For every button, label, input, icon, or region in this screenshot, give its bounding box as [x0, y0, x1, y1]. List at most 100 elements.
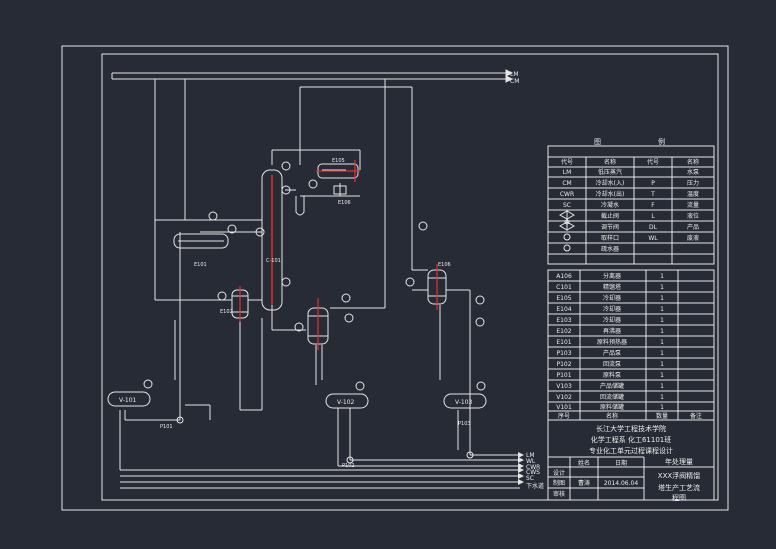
svg-text:化学工程系 化工61101班: 化学工程系 化工61101班: [591, 435, 672, 444]
tank-v103-label: V-103: [455, 399, 473, 406]
svg-text:塔生产工艺流: 塔生产工艺流: [658, 483, 700, 492]
svg-text:T: T: [650, 191, 655, 198]
svg-text:年处理量: 年处理量: [665, 457, 693, 466]
svg-text:P103: P103: [556, 350, 571, 357]
svg-text:P: P: [651, 180, 655, 187]
drawing-frame: [61, 45, 729, 511]
svg-text:日期: 日期: [615, 459, 627, 467]
cooler-e106: [427, 264, 447, 310]
svg-text:回流储罐: 回流储罐: [600, 393, 624, 401]
svg-text:长江大学工程技术学院: 长江大学工程技术学院: [596, 424, 666, 433]
svg-text:E103: E103: [556, 317, 571, 324]
svg-text:废液: 废液: [687, 234, 699, 242]
svg-text:产品泵: 产品泵: [603, 349, 621, 357]
svg-text:截止阀: 截止阀: [601, 212, 619, 220]
accumulator-label: E106: [338, 200, 351, 206]
legend-title-right: 例: [658, 137, 665, 146]
svg-text:1: 1: [660, 306, 664, 313]
svg-text:SC: SC: [563, 202, 571, 209]
svg-text:备注: 备注: [690, 412, 702, 420]
process-piping: [119, 79, 520, 489]
svg-text:低压蒸汽: 低压蒸汽: [598, 168, 622, 176]
svg-text:专业化工单元过程课程设计: 专业化工单元过程课程设计: [589, 446, 673, 455]
svg-text:L: L: [651, 213, 655, 220]
svg-text:C101: C101: [556, 284, 572, 291]
svg-text:1: 1: [660, 339, 664, 346]
svg-text:制图: 制图: [553, 479, 565, 487]
svg-text:分离器: 分离器: [603, 272, 621, 280]
svg-text:CWR: CWR: [560, 191, 574, 198]
svg-text:1: 1: [660, 361, 664, 368]
svg-text:E101: E101: [556, 339, 571, 346]
svg-text:审核: 审核: [553, 490, 565, 498]
svg-text:1: 1: [660, 273, 664, 280]
svg-text:流量: 流量: [687, 201, 699, 209]
svg-text:1: 1: [660, 295, 664, 302]
svg-text:再沸器: 再沸器: [603, 327, 621, 335]
instrument-bubbles: [143, 161, 486, 391]
svg-text:取样口: 取样口: [601, 234, 619, 242]
top-utility-lines: [111, 69, 514, 83]
svg-text:产品: 产品: [687, 223, 699, 231]
column-label: C-101: [266, 258, 281, 264]
bottom-line-label-sc: SC: [526, 475, 534, 482]
svg-text:WL: WL: [648, 235, 658, 242]
svg-text:V103: V103: [556, 383, 572, 390]
svg-text:产品储罐: 产品储罐: [600, 382, 624, 390]
svg-text:A106: A106: [556, 273, 572, 280]
svg-text:设计: 设计: [553, 469, 565, 477]
svg-text:代号: 代号: [647, 158, 659, 166]
svg-text:V102: V102: [556, 394, 572, 401]
svg-text:调节阀: 调节阀: [601, 223, 619, 231]
svg-text:冷却器: 冷却器: [603, 294, 621, 302]
svg-text:冷却水(入): 冷却水(入): [596, 179, 625, 187]
title-block: [547, 419, 715, 501]
cooler-e104: [307, 298, 329, 350]
svg-text:LM: LM: [563, 169, 572, 176]
svg-text:压力: 压力: [687, 179, 699, 187]
pump-p102-label: P102: [342, 463, 355, 469]
tank-v101-label: V-101: [119, 397, 137, 404]
svg-text:原料储罐: 原料储罐: [600, 403, 624, 411]
bottom-line-arrows: [518, 452, 524, 485]
tank-v102-label: V-102: [337, 399, 355, 406]
tank-v103: [443, 393, 487, 409]
top-line-label-lm: LM: [510, 71, 519, 78]
parts-table: [547, 269, 715, 421]
tank-v101: [107, 391, 151, 407]
svg-text:1: 1: [660, 383, 664, 390]
pump-p103: [466, 451, 474, 459]
svg-text:序号: 序号: [558, 412, 570, 420]
tank-v102: [325, 393, 369, 409]
bottom-line-label-cwr: CWR: [526, 464, 540, 471]
svg-text:1: 1: [660, 284, 664, 291]
svg-text:精馏塔: 精馏塔: [603, 283, 621, 291]
legend-table: [547, 145, 715, 265]
svg-text:V101: V101: [556, 404, 572, 411]
pump-p101-label: P101: [160, 424, 173, 430]
svg-text:姓名: 姓名: [578, 459, 590, 467]
svg-text:数量: 数量: [656, 412, 668, 420]
svg-text:疏水器: 疏水器: [601, 245, 619, 253]
svg-text:原料预热器: 原料预热器: [597, 338, 627, 346]
preheater-e101: [173, 233, 229, 249]
svg-text:液位: 液位: [687, 212, 699, 220]
svg-text:1: 1: [660, 328, 664, 335]
pump-p103-label: P103: [458, 421, 471, 427]
svg-text:E102: E102: [556, 328, 571, 335]
svg-text:1: 1: [660, 394, 664, 401]
svg-text:1: 1: [660, 350, 664, 357]
svg-text:冷凝水: 冷凝水: [601, 201, 619, 209]
svg-text:E105: E105: [556, 295, 571, 302]
svg-text:回流泵: 回流泵: [603, 360, 621, 368]
svg-text:曹涛: 曹涛: [578, 479, 590, 487]
svg-text:DL: DL: [649, 224, 658, 231]
distillation-column: [261, 169, 283, 311]
reboiler-label: E102: [220, 309, 233, 315]
svg-text:原料泵: 原料泵: [603, 371, 621, 379]
svg-text:名称: 名称: [604, 158, 616, 166]
title-block-text: 长江大学工程技术学院 化学工程系 化工61101班 专业化工单元过程课程设计 姓…: [553, 424, 700, 502]
